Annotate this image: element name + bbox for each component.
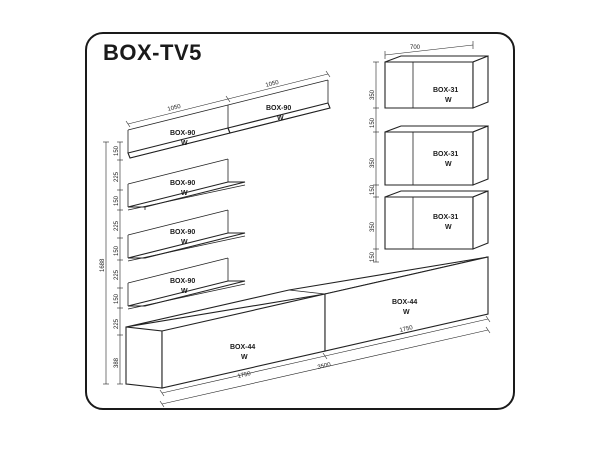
box31-label-3: BOX-31 [433,214,458,221]
box90-label-4: BOX-90 [170,229,195,236]
cabinet-box31-1 [384,55,489,109]
box31-w-3: W [445,224,452,231]
dim-3500-text: 3500 [317,362,332,371]
dim-left-225-3: 225 [114,269,120,280]
box31-label-1: BOX-31 [433,87,458,94]
dim-right-150-3: 150 [370,251,376,262]
box44-label-2: BOX-44 [392,299,417,306]
dim-right-350-1: 350 [370,89,376,100]
cabinet-box31-2 [384,125,489,186]
w-label-5: W [181,288,188,295]
dim-left-225-2: 225 [114,220,120,231]
dim-right-150-2: 150 [370,184,376,195]
box90-label-3: BOX-90 [170,180,195,187]
w-label-2: W [277,115,284,122]
shelf-4 [127,257,246,310]
dim-1050-a [125,95,231,128]
box90-label-2: BOX-90 [266,105,291,112]
box31-label-2: BOX-31 [433,151,458,158]
dim-1050-b [227,70,331,100]
dim-right-350-2: 350 [370,157,376,168]
dim-1750-right-text: 1750 [399,325,414,334]
box44-label-1: BOX-44 [230,344,255,351]
dim-left-225-4: 225 [114,318,120,329]
dim-1750-left-text: 1750 [237,371,252,380]
box44-w-2: W [403,309,410,316]
dim-left-chain [103,141,123,385]
dim-left-150-3: 150 [114,245,120,256]
box90-label-5: BOX-90 [170,278,195,285]
cabinet-box31-3 [384,190,489,250]
w-label-4: W [181,239,188,246]
shelf-top-double [127,79,331,159]
dim-right-150-1: 150 [370,117,376,128]
dim-700-text: 700 [410,45,421,51]
dim-left-150-1: 150 [114,145,120,156]
dim-left-150-2: 150 [114,195,120,206]
w-label-1: W [181,140,188,147]
box90-label-1: BOX-90 [170,130,195,137]
dim-700 [384,41,474,59]
dim-1688-text: 1688 [100,258,106,272]
tv-cabinets-box44 [125,256,489,389]
dim-right-350-3: 350 [370,221,376,232]
dim-left-225-1: 225 [114,171,120,182]
box31-w-2: W [445,161,452,168]
dim-388-text: 388 [114,357,120,368]
shelf-2 [127,158,246,211]
dim-left-150-4: 150 [114,293,120,304]
shelf-3 [127,209,246,262]
dim-right-chain [373,61,379,263]
box44-w-1: W [241,354,248,361]
w-label-3: W [181,190,188,197]
dim-1050-b-text: 1050 [265,80,280,89]
product-title: BOX-TV5 [103,40,202,65]
box31-w-1: W [445,97,452,104]
dim-3500 [159,326,491,408]
dim-1050-a-text: 1050 [167,104,182,113]
dim-1750-right [324,315,491,357]
